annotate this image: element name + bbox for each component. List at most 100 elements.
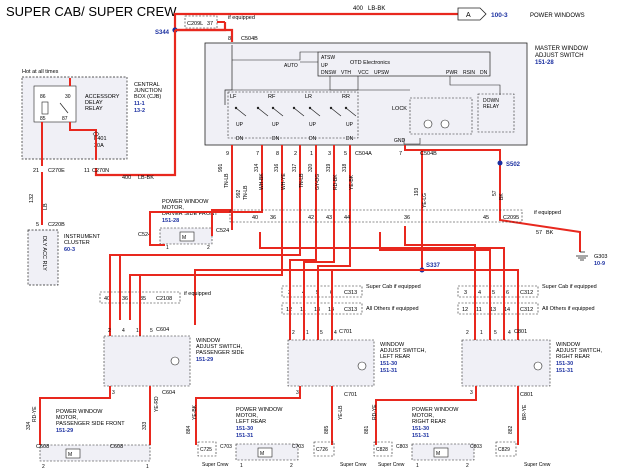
connector-a-label: A — [466, 12, 471, 19]
wire-320: 320 — [308, 163, 314, 172]
cjb-wire-400-color: LB-BK — [138, 175, 154, 181]
pass-motor-m: M — [68, 452, 72, 458]
rr-c803b: C803 — [470, 444, 482, 450]
c209l-label: C209L — [187, 21, 203, 27]
pass-w334c: RD-YE — [32, 406, 38, 422]
c504a-label: C504A — [355, 151, 372, 157]
lr-motor-ref1: 151-30 — [236, 426, 253, 432]
pass-switch-l2: ADJUST SWITCH, — [196, 344, 243, 350]
c312-p12: 12 — [462, 307, 468, 313]
c2095-connector: 40 36 42 43 44 36 45 C2095 if equipped 5… — [229, 209, 607, 267]
lr-pin-1: 1 — [306, 330, 309, 336]
lr-switch-ref2: 151-31 — [380, 368, 397, 374]
ref-100-3: 100-3 — [491, 12, 508, 19]
rr-motor-pin-2: 2 — [466, 463, 469, 469]
lr-c726: C726 — [316, 447, 328, 453]
rr-pin-3: 3 — [470, 390, 473, 396]
lr-c703a: C703 — [220, 444, 232, 450]
hot-at-all-times: Hot at all times — [22, 69, 59, 75]
c2095-p43: 43 — [326, 215, 332, 221]
pin-7b: 7 — [399, 151, 402, 157]
upsw-label: UPSW — [374, 70, 389, 76]
pass-switch-l1: WINDOW — [196, 338, 221, 344]
wire-319: 319 — [326, 163, 332, 172]
pin-7: 7 — [256, 151, 259, 157]
atsw-label: ATSW — [321, 55, 335, 61]
lf-up: UP — [236, 122, 244, 128]
pwr-label: PWR — [446, 70, 458, 76]
c2095-label: C2095 — [503, 215, 519, 221]
rr-c801-top: C801 — [514, 329, 527, 335]
wire-132-color: LB — [43, 203, 49, 210]
rr-c829: C829 — [498, 447, 510, 453]
pin-8: 8 — [276, 151, 279, 157]
c270e-label: C270E — [48, 168, 65, 174]
wire-318-color: YE-BK — [349, 174, 355, 190]
wire-314-color: WH-BK — [259, 173, 265, 190]
c504b-label: C504B — [420, 151, 437, 157]
wire-991-color: TN-LB — [224, 173, 230, 188]
rr-motor-l1: POWER WINDOW — [412, 407, 459, 413]
lr-lamp-icon — [357, 361, 367, 371]
c2095-p36b: 36 — [404, 215, 410, 221]
ic-ref: 60-3 — [64, 247, 75, 253]
left-rear-motor: POWER WINDOW MOTOR, LEFT REAR 151-30 151… — [186, 404, 367, 469]
pass-lamp-icon — [170, 356, 180, 366]
rr-up: UP — [346, 122, 354, 128]
c504b-pin-8: 8 — [228, 36, 231, 42]
rr-pin-4: 4 — [508, 330, 511, 336]
pass-motor-pin-2: 2 — [42, 464, 45, 470]
rr-motor-ref2: 151-31 — [412, 433, 429, 439]
dnsw-label: DNSW — [321, 70, 337, 76]
rr-motor-icon — [433, 447, 449, 458]
pass-pin-2: 2 — [108, 328, 111, 334]
otd-label: OTD Electronics — [350, 60, 390, 66]
lock-led-icon-1 — [423, 119, 433, 129]
driver-motor-l1: POWER WINDOW — [162, 199, 209, 205]
driver-motor-ref: 151-28 — [162, 218, 179, 224]
rr-switch-l1: WINDOW — [556, 342, 581, 348]
c312-p13: 13 — [490, 307, 496, 313]
pass-motor-ref: 151-29 — [56, 428, 73, 434]
wire-992-color: TN-LB — [243, 185, 249, 200]
pin-3: 3 — [328, 151, 331, 157]
lr-c725: C725 — [200, 447, 212, 453]
c313-p11: 11 — [300, 307, 306, 313]
right-rear-window-switch: WINDOW ADJUST SWITCH, RIGHT REAR 151-30 … — [461, 329, 603, 398]
c312-sc: Super Cab if equipped — [542, 284, 597, 290]
wire-132: 132 — [29, 194, 35, 203]
master-window-switch: MASTER WINDOW ADJUST SWITCH 151-28 OTD E… — [204, 42, 588, 146]
cjb-label-1: CENTRAL — [134, 82, 160, 88]
rr-sc-1: Super Crew — [378, 462, 405, 468]
rr-lamp-icon — [533, 361, 543, 371]
rr-switch-ref1: 151-30 — [556, 361, 573, 367]
pass-motor-pin-1: 1 — [146, 464, 149, 470]
power-windows-label: POWER WINDOWS — [530, 13, 585, 19]
lr-pin-4: 4 — [334, 330, 337, 336]
pass-c608-a: C608 — [36, 444, 49, 450]
rr-motor-pin-1: 1 — [416, 463, 419, 469]
lock-label: LOCK — [392, 106, 407, 112]
master-ref: 151-28 — [535, 60, 554, 66]
wire-992: 992 — [236, 189, 242, 198]
driver-pin-2: 2 — [207, 245, 210, 251]
pass-motor-l3: PASSENGER SIDE FRONT — [56, 421, 125, 427]
left-rear-window-switch: WINDOW ADJUST SWITCH, LEFT REAR 151-30 1… — [287, 329, 427, 398]
c524-right: C524 — [216, 228, 229, 234]
lr-c703b: C703 — [292, 444, 304, 450]
acc-relay-1: ACCESSORY — [85, 94, 120, 100]
lr-switch-l1: WINDOW — [380, 342, 405, 348]
rr-c803a: C803 — [396, 444, 408, 450]
driver-motor-m: M — [182, 235, 186, 241]
c220b-pin: 5 — [36, 222, 39, 228]
rr-pin-1: 1 — [480, 330, 483, 336]
c313-sc: Super Cab if equipped — [366, 284, 421, 290]
lr-w885: 885 — [324, 425, 330, 434]
c2095-w57: 57 — [536, 230, 542, 236]
rr-w881: 881 — [364, 425, 370, 434]
c2108-p40: 40 — [104, 296, 110, 302]
lr-motor-icon — [257, 447, 273, 458]
pass-c608-b: C608 — [110, 444, 123, 450]
c2095-p36a: 36 — [270, 215, 276, 221]
top-wire-group: 400 LB-BK A 100-3 POWER WINDOWS C209L 37… — [94, 6, 585, 177]
